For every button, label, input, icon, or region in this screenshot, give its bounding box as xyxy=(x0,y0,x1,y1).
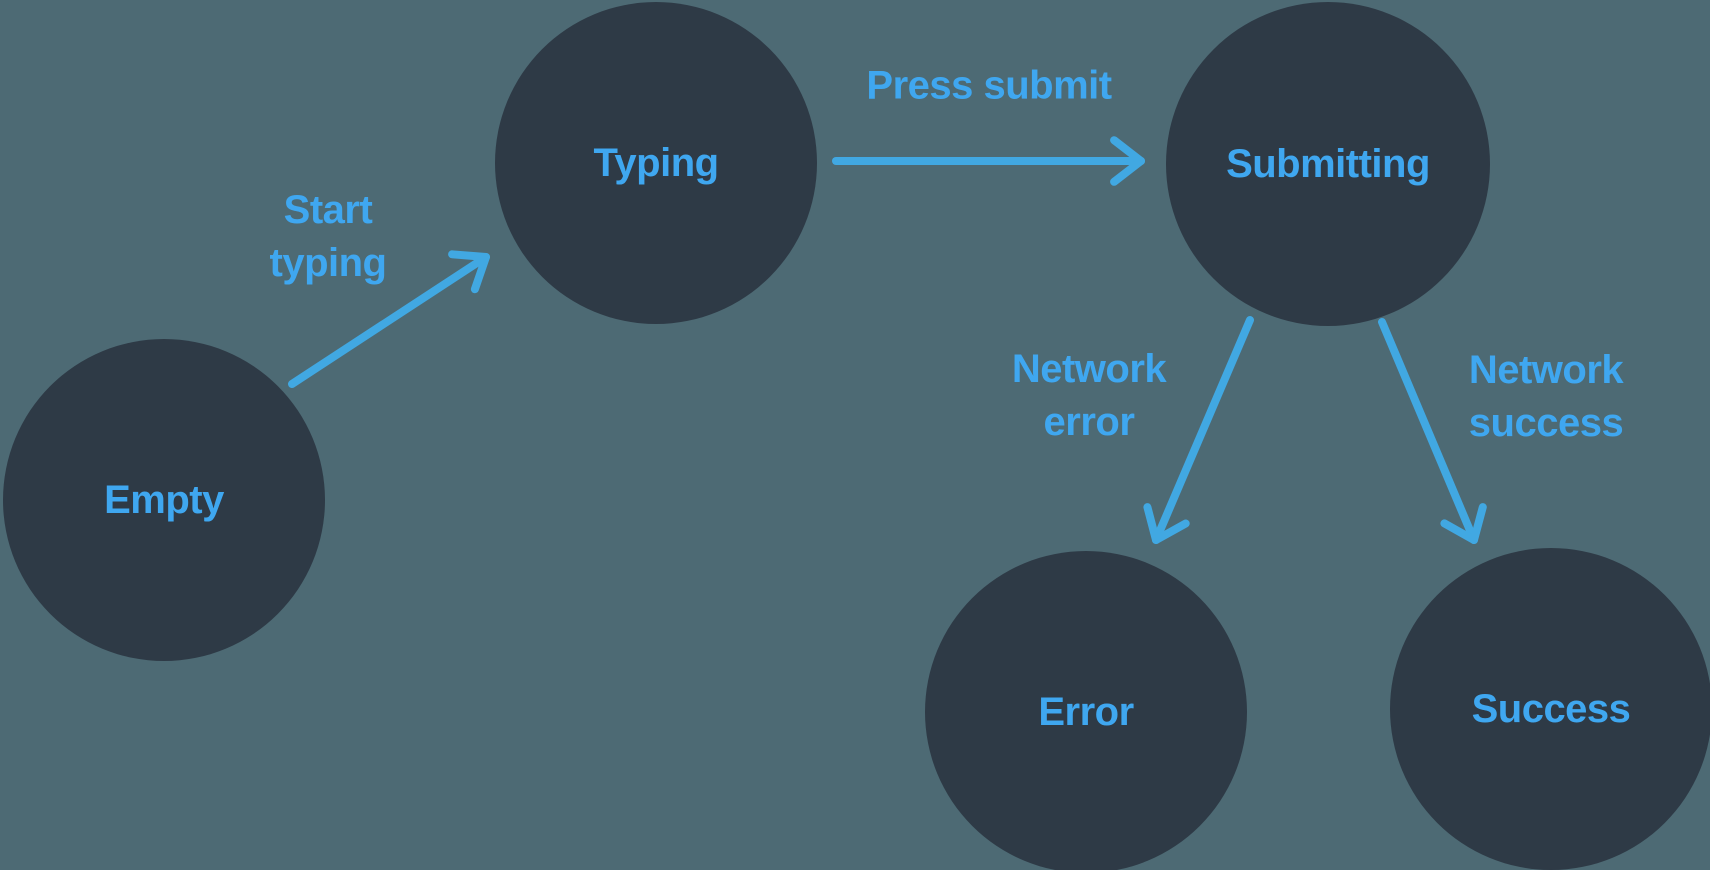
edge-arrow-shaft xyxy=(288,253,490,388)
state-node-success: Success xyxy=(1390,548,1710,870)
edge-label-line: error xyxy=(1043,400,1135,444)
state-node-error-label: Error xyxy=(1038,689,1134,734)
edge-arrow-shaft xyxy=(1378,318,1478,544)
edge-arrowhead xyxy=(448,250,490,294)
edge-arrow-press-submit xyxy=(832,136,1145,186)
edge-label-line: Network xyxy=(1011,347,1167,391)
state-node-error: Error xyxy=(925,551,1247,870)
edge-arrow-network-success xyxy=(1378,318,1487,544)
edge-label-press-submit: Press submit xyxy=(866,60,1112,113)
edge-label-network-success: Network success xyxy=(1468,344,1624,450)
edge-arrow-start-typing xyxy=(288,250,490,388)
edge-label-line: Network xyxy=(1468,348,1624,392)
edge-arrow-network-error xyxy=(1143,316,1254,544)
edge-arrowhead xyxy=(1143,503,1190,544)
state-node-empty-label: Empty xyxy=(104,477,224,522)
state-node-success-label: Success xyxy=(1471,686,1631,731)
state-node-submitting-label: Submitting xyxy=(1226,141,1430,186)
edge-label-line: success xyxy=(1468,401,1624,445)
edge-label-network-error: Network error xyxy=(1011,343,1167,449)
edge-arrow-shaft xyxy=(1152,316,1254,544)
edge-arrowhead xyxy=(1440,503,1487,544)
state-node-typing: Typing xyxy=(495,2,817,324)
edge-label-start-typing: Start typing xyxy=(270,184,387,290)
edge-arrowhead xyxy=(1110,136,1145,186)
state-node-typing-label: Typing xyxy=(593,140,719,185)
edge-label-line: typing xyxy=(269,241,387,285)
edge-label-line: Press submit xyxy=(866,63,1112,108)
state-node-submitting: Submitting xyxy=(1166,2,1490,326)
state-node-empty: Empty xyxy=(3,339,325,661)
edge-label-line: Start xyxy=(283,188,373,232)
